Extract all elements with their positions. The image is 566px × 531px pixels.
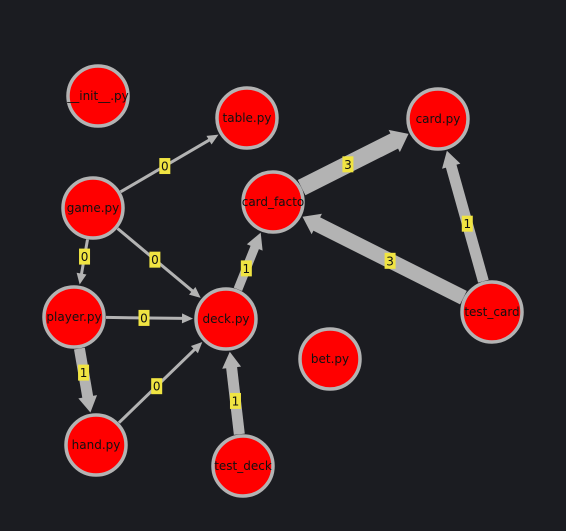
edge-weight-badge: 1 bbox=[461, 215, 473, 232]
edge-weight-badge: 0 bbox=[159, 158, 171, 175]
edge-weight-badge: 0 bbox=[79, 248, 91, 265]
edge-weight-background bbox=[384, 252, 396, 269]
edge-weight-background bbox=[240, 260, 252, 277]
node-circle[interactable] bbox=[215, 86, 279, 150]
node-circle[interactable] bbox=[406, 87, 470, 151]
edge-weight-background bbox=[342, 156, 354, 173]
node-label: deck.py bbox=[202, 312, 249, 326]
node-card[interactable]: card.py bbox=[406, 87, 470, 151]
edge-weight-label: 0 bbox=[161, 160, 169, 174]
arrowhead bbox=[189, 286, 201, 298]
arrowhead bbox=[388, 129, 409, 153]
edge-card_factory-to-card bbox=[297, 129, 409, 196]
edge-weight-label: 1 bbox=[80, 366, 88, 380]
node-circle[interactable] bbox=[61, 176, 125, 240]
edge-weight-background bbox=[159, 158, 171, 175]
edge-weight-background bbox=[138, 309, 150, 326]
node-hand[interactable]: hand.py bbox=[64, 413, 128, 477]
edge-weight-background bbox=[149, 251, 161, 268]
node-circle[interactable] bbox=[66, 64, 130, 128]
node-bet[interactable]: bet.py bbox=[298, 327, 362, 391]
edge-weight-label: 1 bbox=[232, 394, 240, 408]
edge-weight-label: 3 bbox=[386, 254, 394, 268]
node-player[interactable]: player.py bbox=[42, 285, 106, 349]
arrowhead bbox=[442, 150, 461, 169]
node-table[interactable]: table.py bbox=[215, 86, 279, 150]
edge-weight-badge: 0 bbox=[138, 309, 150, 326]
node-label: hand.py bbox=[72, 438, 121, 452]
edge-weight-badge: 3 bbox=[342, 156, 354, 173]
node-label: card_facto bbox=[242, 195, 305, 209]
arrowhead bbox=[206, 134, 219, 145]
edge-weight-label: 0 bbox=[81, 250, 89, 264]
edge-weight-background bbox=[78, 364, 90, 381]
node-circle[interactable] bbox=[460, 280, 524, 344]
node-label: test_deck bbox=[214, 459, 272, 473]
node-label: player.py bbox=[46, 310, 101, 324]
node-test_deck[interactable]: test_deck bbox=[211, 434, 275, 498]
node-label: card.py bbox=[416, 112, 461, 126]
node-deck[interactable]: deck.py bbox=[194, 287, 258, 351]
arrowhead bbox=[222, 351, 242, 369]
node-circle[interactable] bbox=[298, 327, 362, 391]
node-card_factory[interactable]: card_facto bbox=[241, 170, 305, 234]
edge-weight-badge: 1 bbox=[229, 392, 241, 409]
arrowhead bbox=[181, 313, 194, 324]
arrowhead bbox=[76, 272, 87, 285]
node-circle[interactable] bbox=[42, 285, 106, 349]
edge-weight-background bbox=[151, 378, 163, 395]
node-circle[interactable] bbox=[64, 413, 128, 477]
arrowhead bbox=[302, 213, 322, 235]
edge-weight-label: 0 bbox=[153, 380, 161, 394]
node-label: __init__.py bbox=[66, 89, 129, 103]
node-label: game.py bbox=[67, 201, 120, 215]
node-circle[interactable] bbox=[194, 287, 258, 351]
edge-weight-badge: 1 bbox=[240, 260, 252, 277]
node-label: test_card bbox=[464, 305, 519, 319]
edge-weight-badge: 0 bbox=[151, 378, 163, 395]
edge-weight-background bbox=[461, 215, 473, 232]
arrowhead bbox=[246, 232, 263, 251]
node-game[interactable]: game.py bbox=[61, 176, 125, 240]
edge-weight-label: 0 bbox=[140, 311, 148, 325]
arrowhead bbox=[78, 395, 98, 413]
node-circle[interactable] bbox=[211, 434, 275, 498]
edge-weight-background bbox=[229, 392, 241, 409]
edge-weight-label: 1 bbox=[243, 262, 251, 276]
edge-weight-labels: 0 0 0 0 1 0 1 3 3 1 1 bbox=[78, 156, 473, 409]
edge-weight-background bbox=[79, 248, 91, 265]
edge-weight-label: 1 bbox=[463, 217, 471, 231]
node-test_card[interactable]: test_card bbox=[460, 280, 524, 344]
edge-weight-badge: 1 bbox=[78, 364, 90, 381]
node-circle[interactable] bbox=[241, 170, 305, 234]
edge-weight-badge: 3 bbox=[384, 252, 396, 269]
arrowhead bbox=[190, 341, 203, 354]
edge-weight-label: 3 bbox=[344, 158, 352, 172]
node-init[interactable]: __init__.py bbox=[66, 64, 130, 128]
node-label: table.py bbox=[223, 111, 272, 125]
node-label: bet.py bbox=[311, 352, 349, 366]
nodes-layer: __init__.py table.py card.py game.py card_fa… bbox=[42, 64, 524, 498]
edge-test_card-to-card_factory bbox=[302, 213, 467, 305]
edge-weight-label: 0 bbox=[151, 253, 159, 267]
edge-weight-badge: 0 bbox=[149, 251, 161, 268]
